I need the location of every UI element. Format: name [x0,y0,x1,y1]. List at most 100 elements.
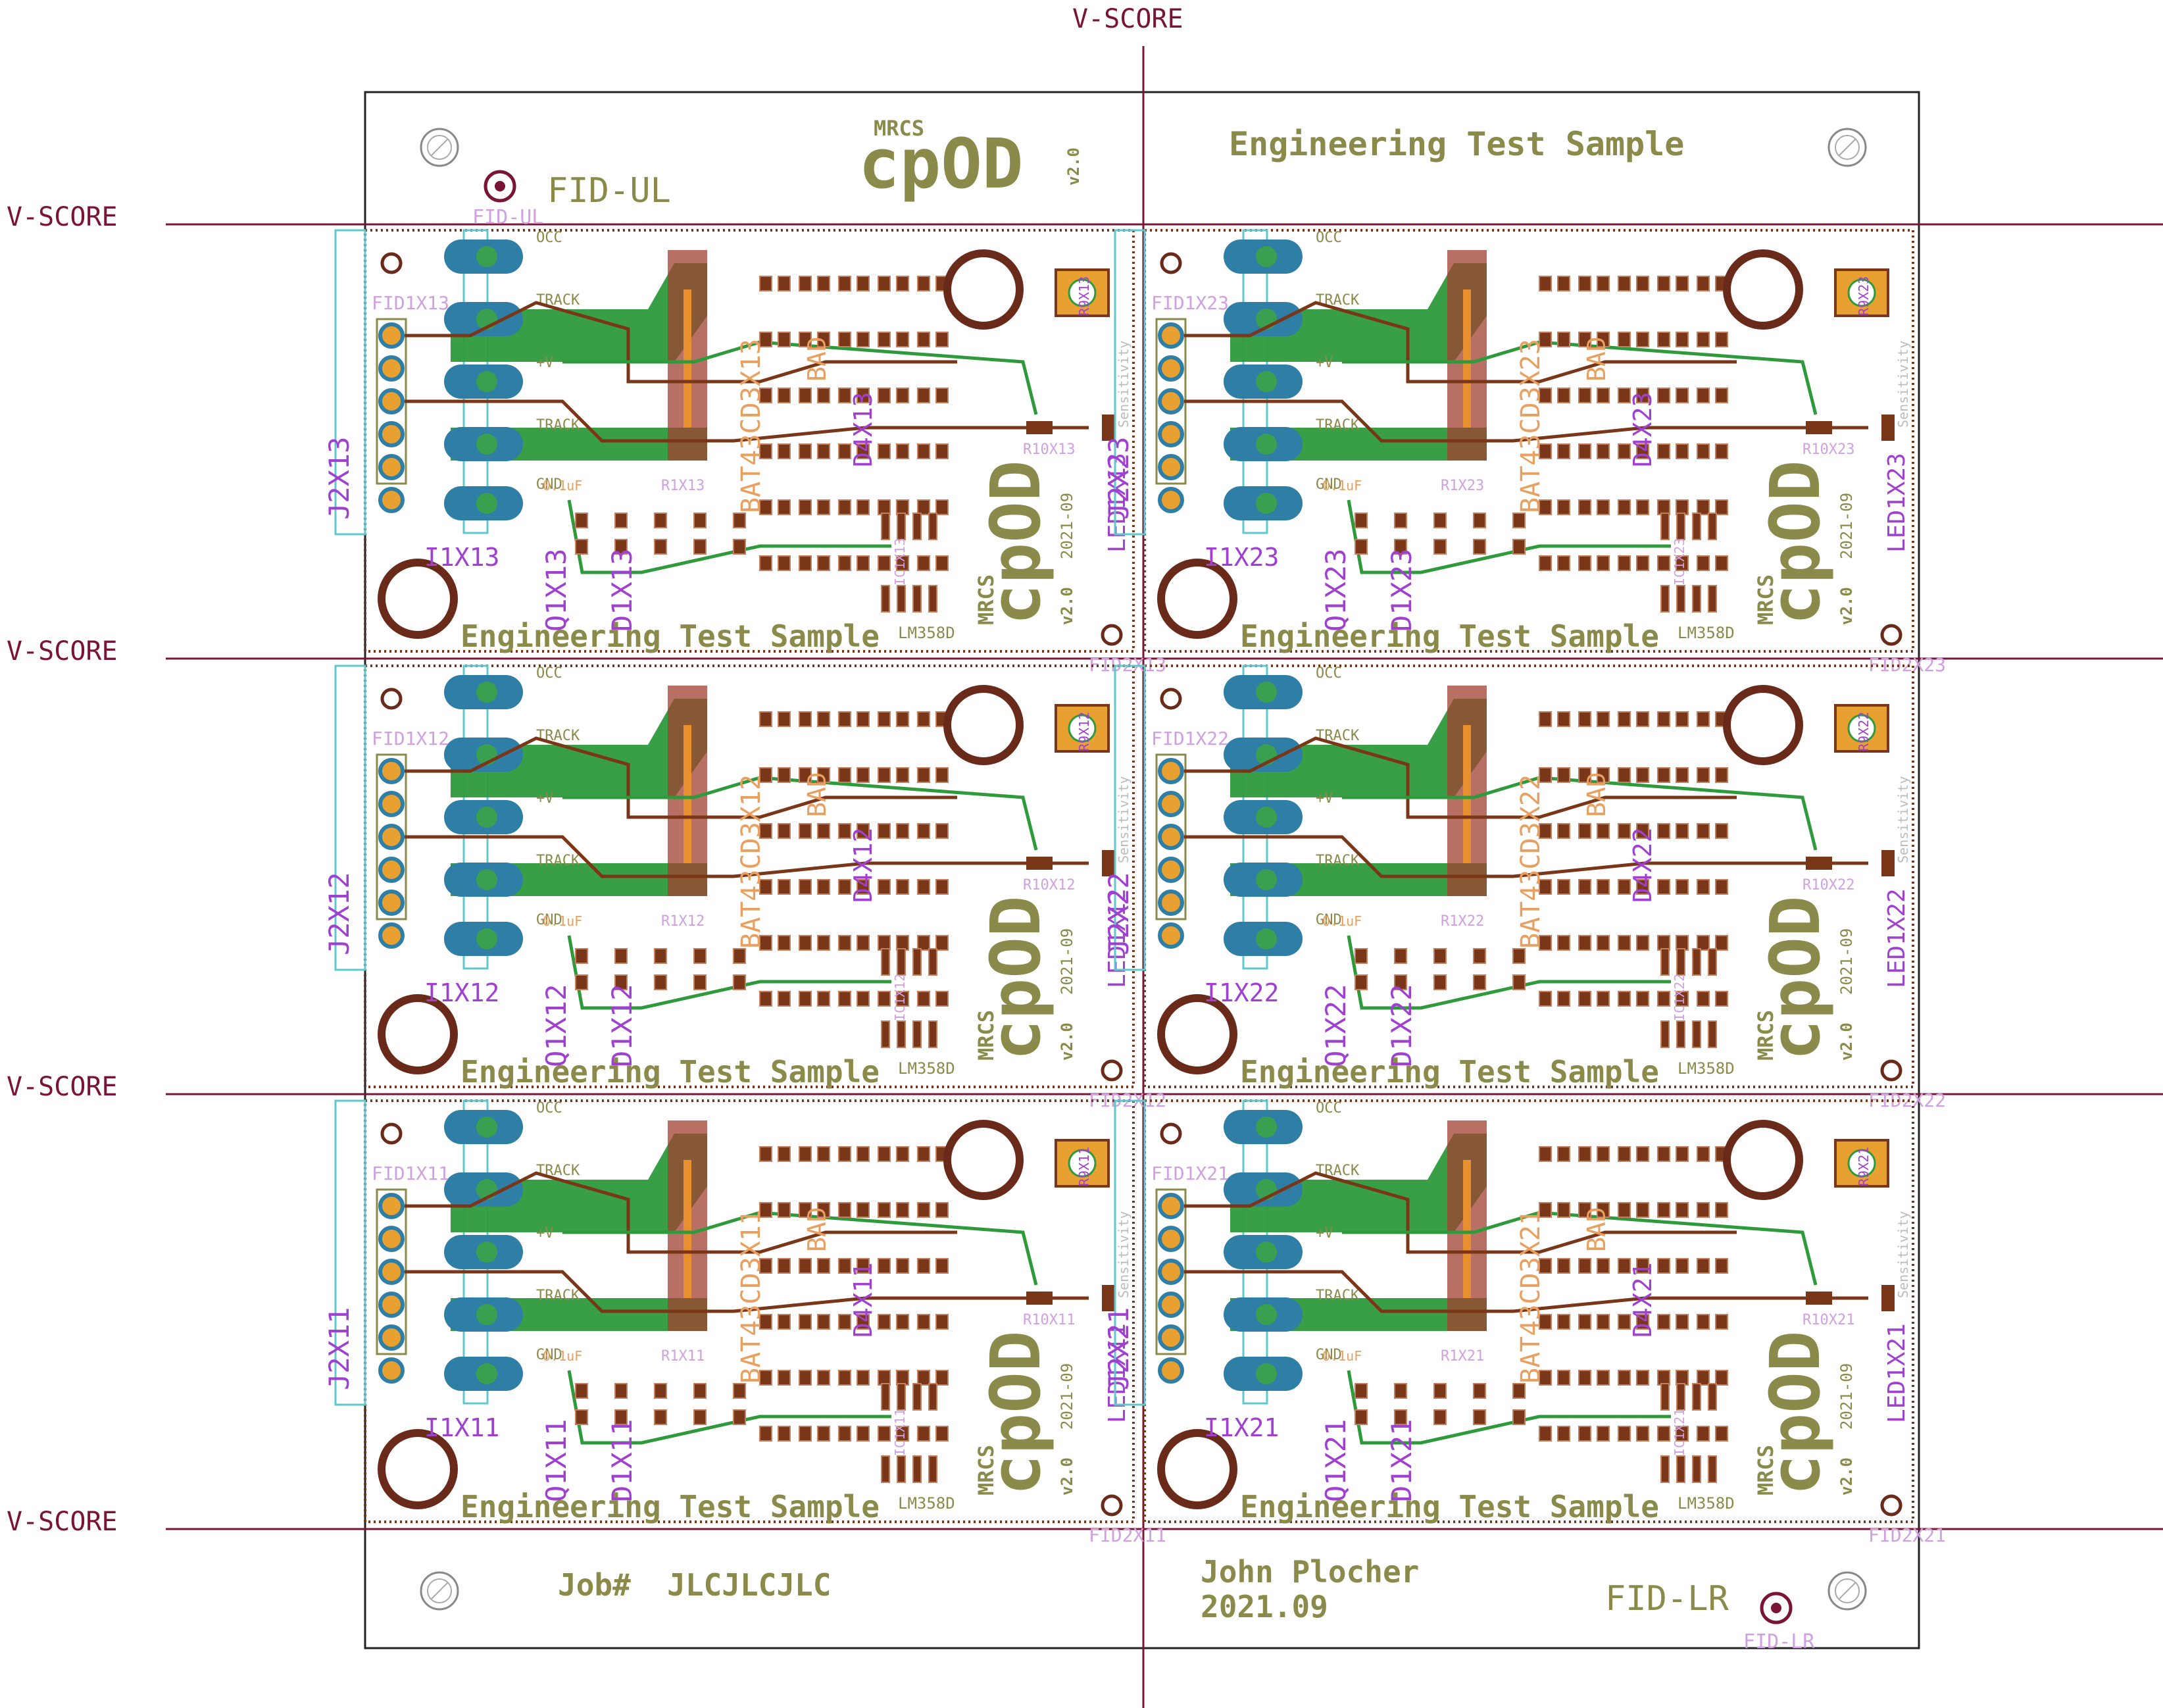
terminal-pad-hole [476,246,497,267]
smd-pad [917,711,930,727]
smd-pad [1557,1258,1570,1274]
j2-outline [334,229,366,536]
smd-pad [1355,1409,1368,1425]
smd-pad [1715,823,1728,839]
fiducial [380,688,403,710]
smd-pad [1618,711,1631,727]
j2-label: J2X11 [323,1307,355,1390]
smd-pad [1636,1258,1649,1274]
d4-label: D4X11 [849,1263,878,1338]
smd-pad [1618,332,1631,347]
smd-pad [1618,1314,1631,1330]
smd-pad [917,332,930,347]
header-pin [1158,824,1184,850]
smd-pad [1578,879,1591,895]
j2-outline [334,665,366,971]
smd-pad [1557,879,1570,895]
board-sample-label: Engineering Test Sample [460,1489,880,1524]
terminal-pad-label: TRACK [1316,853,1360,869]
smd-pad [1697,332,1710,347]
terminal-pad-label: GND [1316,476,1342,493]
smd-pad [1715,1426,1728,1442]
trimpot-knob [1847,278,1876,307]
opamp-pin [881,1383,890,1411]
smd-pad [654,513,667,528]
header-pin [378,454,405,480]
header-pin [1158,857,1184,883]
led-pad [1881,850,1895,876]
smd-pad [759,1314,772,1330]
bat-label: BAT43CD3X23 [1516,339,1546,513]
smd-pad [1697,991,1710,1007]
smd-pad [1697,443,1710,459]
opamp-pin [1708,513,1717,540]
resistor-pad [1806,1292,1832,1305]
bad-label: BAD [803,772,832,817]
drill-hole [1723,1120,1803,1200]
ic1-label: IC1X12 [892,974,908,1021]
smd-pad [1715,767,1728,783]
smd-pad [778,1426,791,1442]
led-label: LED1X22 [1883,888,1910,988]
smd-pad [1636,823,1649,839]
smd-pad [1636,935,1649,951]
smd-pad [857,443,870,459]
smd-pad [1539,332,1552,347]
smd-pad [935,1314,949,1330]
led-label: LED1X12 [1104,888,1131,988]
smd-pad [1597,388,1610,403]
bad-label: BAD [1582,1207,1611,1252]
q1-label: Q1X21 [1320,1419,1352,1502]
smd-pad [1557,823,1570,839]
resistor-pad [1026,857,1053,870]
smd-pad [817,767,830,783]
smd-pad [1512,974,1526,990]
smd-pad [759,1146,772,1162]
trimpot-knob [1068,1149,1097,1178]
j2-label: J2X13 [323,437,355,520]
opamp-pin [897,585,906,613]
fiducial [1101,1494,1123,1517]
fid1-label: FID1X12 [372,728,449,749]
smd-pad [778,1146,791,1162]
smd-pad [1557,1370,1570,1386]
opamp-label: LM358D [1678,624,1735,642]
d4-label: D4X12 [849,828,878,903]
smd-pad [896,555,909,571]
terminal-pad-label: +V [1316,355,1333,371]
smd-pad [838,935,851,951]
fid-lr-small-label: FID-LR [1743,1630,1815,1653]
smd-pad [1539,1426,1552,1442]
smd-pad [917,388,930,403]
header-pin [1158,487,1184,513]
opamp-pin [1660,585,1670,613]
smd-pad [1636,555,1649,571]
smd-pad [1618,1202,1631,1218]
header-pin [378,1292,405,1318]
opamp-pin [1708,585,1717,613]
ground-pour [1230,263,1487,362]
smd-pad [896,767,909,783]
ground-pour [451,1134,707,1232]
smd-pad [1676,332,1689,347]
terminal-pad-label: GND [536,476,562,493]
terminal-pad-label: +V [1316,1225,1333,1242]
smd-pad [1697,711,1710,727]
smd-pad [778,767,791,783]
smd-pad [1697,767,1710,783]
smd-pad [878,1370,891,1386]
header-pin [378,1226,405,1252]
terminal-pad-label: GND [536,1347,562,1363]
board-x13: OCCTRACK+VTRACKGNDJ2X13I1X13R1X130.1uFIC… [323,229,1166,676]
vscore-label-4: V-SCORE [7,1507,118,1537]
board-logo: cpOD [976,1331,1056,1495]
smd-pad [1618,1370,1631,1386]
r1-label: R1X11 [661,1348,705,1365]
smd-pad [935,555,949,571]
smd-pad [935,879,949,895]
bad-label: BAD [1582,336,1611,382]
smd-pad [1636,443,1649,459]
header-pin [1158,454,1184,480]
terminal-pad-hole [1256,807,1277,828]
board-version: v2.0 [1058,1022,1076,1061]
